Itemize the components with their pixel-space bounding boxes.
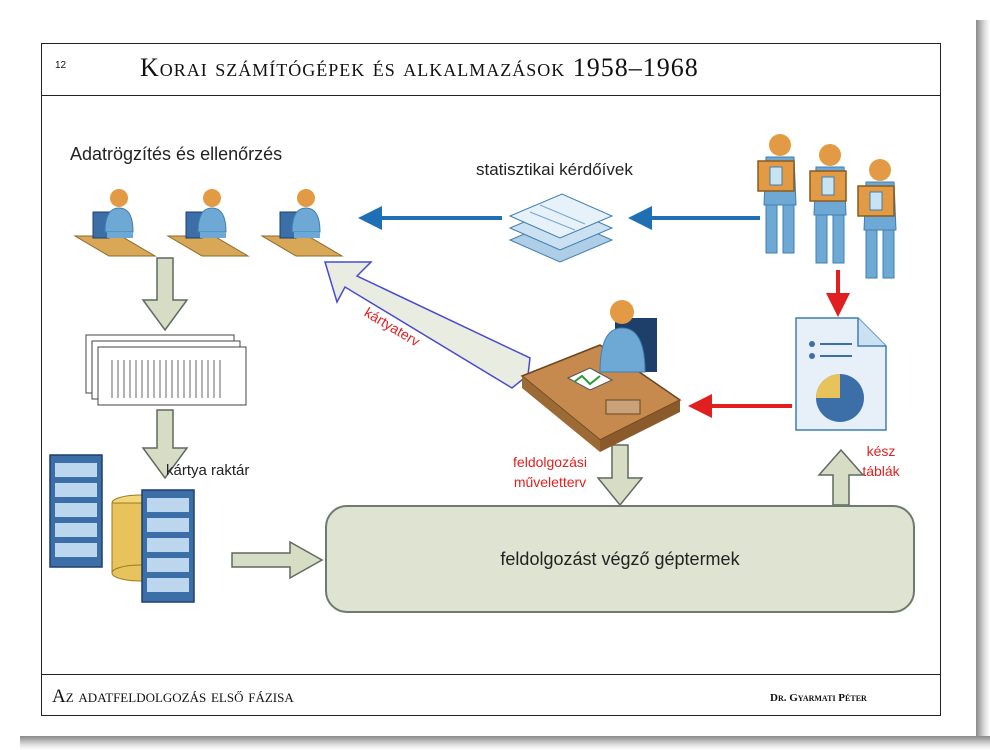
machine-room-label: feldolgozást végző géptermek: [500, 548, 740, 569]
report-document-icon: [795, 317, 887, 431]
slide-frame: [41, 43, 941, 716]
questionnaires-icon: [508, 193, 614, 263]
arrow-to-cards: [141, 257, 189, 332]
footer-author: Dr. Gyarmati Péter: [770, 692, 867, 704]
arrow-to-storage: [141, 409, 189, 480]
card-store-label: kártya raktár: [166, 462, 250, 479]
data-entry-operators: [74, 188, 343, 257]
respondents-icon: [757, 133, 897, 279]
footer-divider: [41, 674, 941, 675]
planner-icon: [520, 300, 682, 452]
finished-tables-label: kész táblák: [846, 441, 916, 481]
machine-room-box: feldolgozást végző géptermek: [325, 505, 915, 613]
punch-cards-icon: [85, 334, 247, 406]
page-shadow-bottom: [20, 736, 990, 750]
questionnaires-label: statisztikai kérdőívek: [476, 160, 633, 179]
arrow-card-plan: [323, 261, 531, 389]
title-divider: [41, 95, 941, 96]
arrow-plan-to-machine: [596, 444, 644, 507]
data-entry-label: Adatrögzítés és ellenőrzés: [70, 144, 283, 164]
processing-plan-line-1: feldolgozási: [513, 454, 587, 470]
card-storage-icon: [49, 454, 195, 603]
processing-plan-line-2: műveletterv: [513, 474, 587, 490]
slide-number: 12: [55, 60, 67, 71]
processing-plan-label: feldolgozási műveletterv: [500, 452, 600, 492]
page-shadow-right: [976, 20, 990, 750]
footer-subtitle: Az adatfeldolgozás első fázisa: [52, 686, 294, 707]
finished-tables-line-1: kész: [866, 443, 896, 459]
finished-tables-line-2: táblák: [862, 463, 900, 479]
slide-title: Korai számítógépek és alkalmazások 1958–…: [140, 53, 699, 82]
arrow-machine-to-tables: [817, 448, 865, 506]
arrow-storage-to-machine: [231, 540, 324, 580]
